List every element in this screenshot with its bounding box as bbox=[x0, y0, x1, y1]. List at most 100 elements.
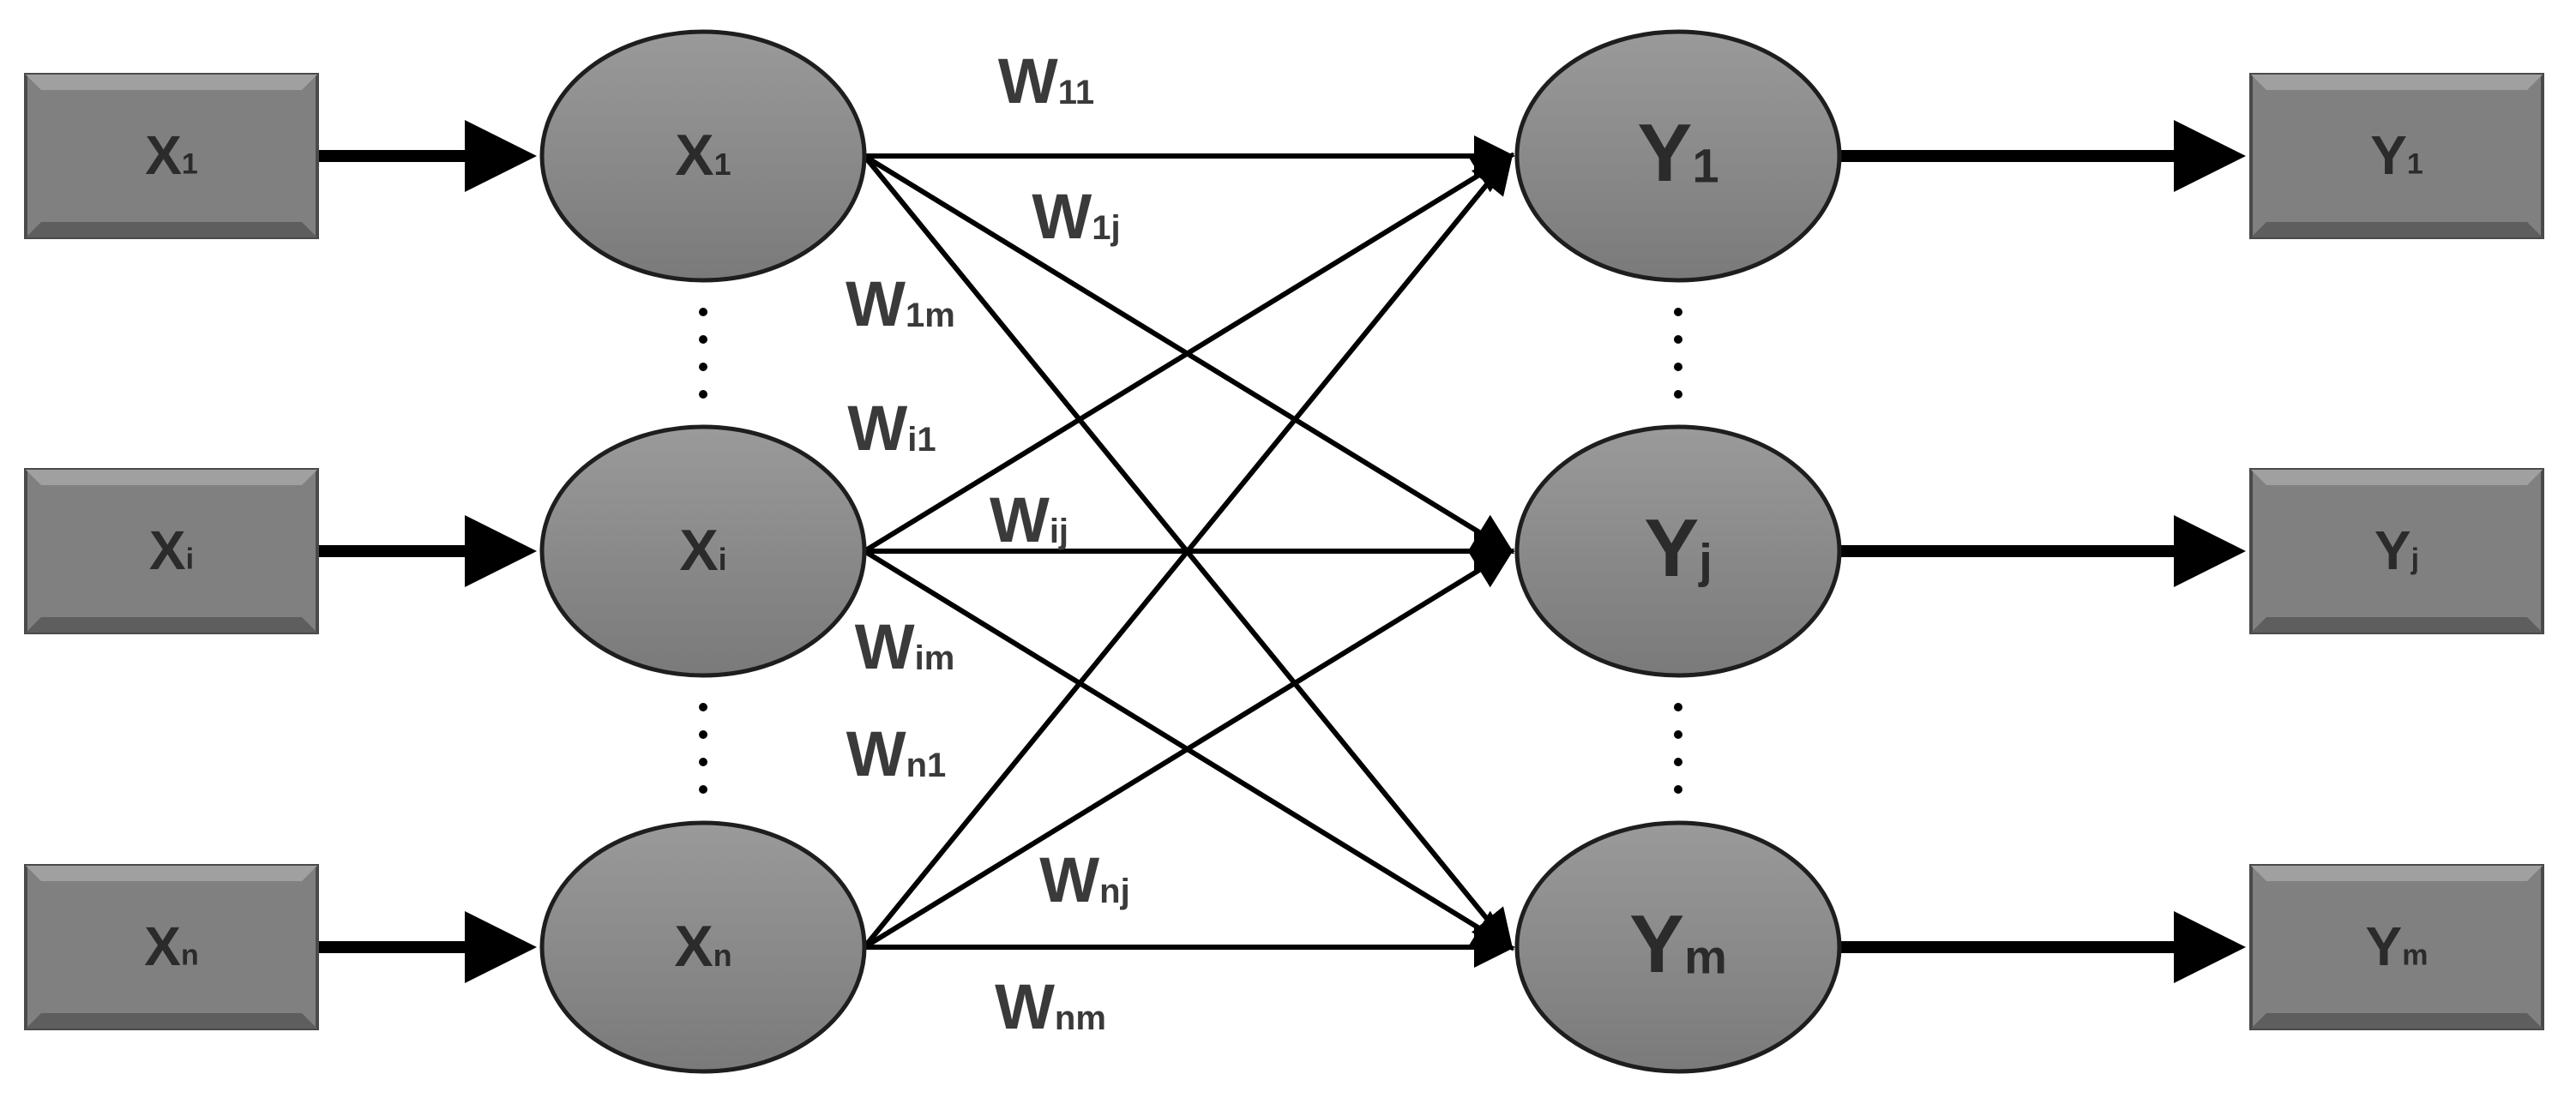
output-box-3: Ym bbox=[2249, 864, 2544, 1030]
output-neuron-3-label-main: Y bbox=[1629, 898, 1684, 990]
weight-label-nm: Wnm bbox=[995, 971, 1106, 1042]
output-neuron-1-shape bbox=[1514, 29, 1842, 283]
io-arrows bbox=[317, 120, 2246, 983]
input-neuron-3-label: Xn bbox=[674, 914, 731, 979]
input-box-1-bevel-top bbox=[26, 75, 317, 90]
input-neuron-1: X1 bbox=[539, 29, 867, 283]
output-box-3-label-sub: m bbox=[2402, 939, 2428, 972]
weight-label-main: W bbox=[1032, 181, 1092, 252]
weight-label-ij: Wij bbox=[990, 484, 1068, 555]
output-neuron-2-label-main: Y bbox=[1644, 502, 1699, 594]
input-box-3-bevel-top bbox=[26, 866, 317, 881]
output-neuron-1-label-main: Y bbox=[1637, 107, 1692, 199]
output-box-3-label: Ym bbox=[2366, 915, 2429, 977]
output-box-3-shape bbox=[2249, 864, 2544, 1030]
output-box-1-label-sub: 1 bbox=[2407, 148, 2423, 181]
input-neuron-2-label-main: X bbox=[679, 518, 718, 583]
weight-label-sub: im bbox=[915, 639, 955, 677]
weight-label-n1: Wn1 bbox=[846, 718, 947, 789]
input-box-1: X1 bbox=[24, 73, 319, 239]
output-box-2-bevel-top bbox=[2251, 470, 2543, 485]
input-neuron-3: Xn bbox=[539, 820, 867, 1074]
input-box-3-label-main: X bbox=[144, 915, 181, 977]
input-neuron-2-label-sub: i bbox=[719, 542, 727, 577]
ellipsis-dot bbox=[699, 363, 707, 371]
input-neuron-2-shape bbox=[539, 424, 867, 678]
input-box-2-label-main: X bbox=[149, 519, 186, 581]
weight-label-main: W bbox=[847, 393, 907, 464]
weight-label-sub: 1m bbox=[906, 297, 955, 334]
input-box-3: Xn bbox=[24, 864, 319, 1030]
weight-label-1m: W1m bbox=[846, 268, 955, 339]
ellipsis-dot bbox=[1674, 758, 1682, 766]
output-box-1-bevel-bottom bbox=[2251, 222, 2543, 237]
output-box-2-shape bbox=[2249, 468, 2544, 634]
output-box-1-label: Y1 bbox=[2370, 124, 2423, 186]
weight-label-sub: 1j bbox=[1092, 209, 1120, 247]
input-box-2-bevel-bottom bbox=[26, 617, 317, 633]
input-box-2: Xi bbox=[24, 468, 319, 634]
weight-label-main: W bbox=[1039, 844, 1099, 915]
ellipsis-dot bbox=[699, 785, 707, 794]
output-box-2-bevel-bottom bbox=[2251, 617, 2543, 633]
output-box-2-label: Yj bbox=[2374, 519, 2419, 581]
output-box-3-label-main: Y bbox=[2366, 915, 2403, 977]
weight-label-main: W bbox=[846, 268, 906, 339]
output-box-1-bevel-top bbox=[2251, 75, 2543, 90]
ellipsis-dot bbox=[1674, 730, 1682, 739]
weight-label-main: W bbox=[846, 718, 906, 789]
output-neuron-2: Yj bbox=[1514, 424, 1842, 678]
output-box-1-label-main: Y bbox=[2370, 124, 2407, 186]
input-box-3-shape bbox=[24, 864, 319, 1030]
output-box-1: Y1 bbox=[2249, 73, 2544, 239]
input-box-1-shape bbox=[24, 73, 319, 239]
input-neuron-1-shape bbox=[539, 29, 867, 283]
input-neuron-1-label: X1 bbox=[675, 123, 731, 188]
output-neuron-2-shape bbox=[1514, 424, 1842, 678]
input-box-1-label-main: X bbox=[145, 124, 182, 186]
input-box-3-label-sub: n bbox=[181, 939, 199, 972]
ellipsis-dot bbox=[699, 758, 707, 766]
ellipsis-dot bbox=[1674, 308, 1682, 316]
weight-label-sub: nm bbox=[1055, 999, 1106, 1037]
weight-edge-nj bbox=[863, 548, 1515, 950]
ellipsis-markers: ⋮ bbox=[699, 308, 1682, 794]
input-neuron-1-label-main: X bbox=[675, 123, 713, 188]
ellipsis-dot bbox=[1674, 335, 1682, 344]
ellipsis-dot bbox=[1674, 390, 1682, 399]
input-box-2-shape bbox=[24, 468, 319, 634]
input-neuron-3-label-main: X bbox=[674, 914, 713, 979]
input-box-1-bevel-bottom bbox=[26, 222, 317, 237]
input-neuron-3-shape bbox=[539, 820, 867, 1074]
input-neuron-3-label-sub: n bbox=[713, 938, 732, 973]
input-box-1-label-sub: 1 bbox=[182, 148, 198, 181]
input-box-3-label: Xn bbox=[144, 915, 198, 977]
weight-connections bbox=[862, 135, 1515, 968]
output-neuron-2-label-sub: j bbox=[1698, 533, 1712, 587]
weight-edge-i1 bbox=[863, 153, 1515, 554]
output-neuron-3: Ym bbox=[1514, 820, 1842, 1074]
output-box-3-bevel-top bbox=[2251, 866, 2543, 881]
weight-label-i1: Wi1 bbox=[847, 393, 936, 464]
input-box-2-bevel-top bbox=[26, 470, 317, 485]
weight-label-main: W bbox=[998, 45, 1058, 117]
weight-label-11: W11 bbox=[998, 45, 1094, 117]
weight-label-main: W bbox=[990, 484, 1050, 555]
input-neuron-2: Xi bbox=[539, 424, 867, 678]
weight-label-main: W bbox=[995, 971, 1055, 1042]
input-neuron-1-label-sub: 1 bbox=[714, 147, 731, 182]
output-box-2: Yj bbox=[2249, 468, 2544, 634]
ellipsis-dot bbox=[1674, 703, 1682, 711]
ellipsis-dot bbox=[699, 390, 707, 399]
weight-label-main: W bbox=[855, 611, 915, 682]
ellipsis-dot bbox=[699, 308, 707, 316]
input-box-2-label: Xi bbox=[149, 519, 194, 581]
output-neuron-1-label-sub: 1 bbox=[1692, 138, 1718, 192]
weight-label-sub: n1 bbox=[906, 747, 947, 784]
ellipsis-dot bbox=[699, 730, 707, 739]
